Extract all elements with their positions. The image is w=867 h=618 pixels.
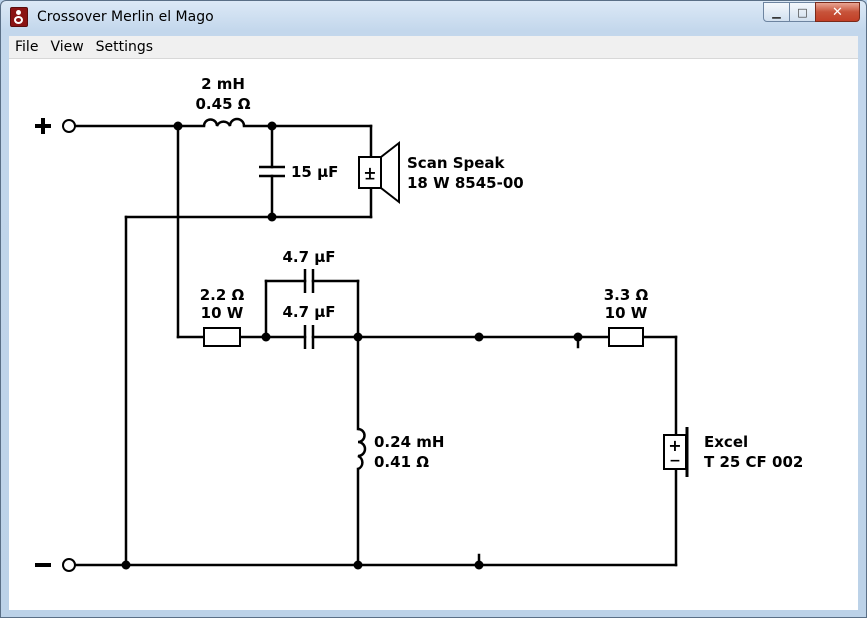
app-icon[interactable]: [10, 7, 28, 27]
resistor-3-3-ohm-power: 10 W: [605, 304, 648, 322]
tweeter-plus: +: [668, 436, 681, 455]
inductor-0-24mh-value: 0.24 mH: [374, 433, 444, 451]
woofer-name: Scan Speak: [407, 154, 506, 172]
tweeter-minus: −: [669, 453, 681, 469]
menu-bar: File View Settings: [9, 36, 858, 58]
crossover-schematic: 2 mH 0.45 Ω 15 µF + − Scan Speak 18 W 85…: [35, 75, 803, 572]
inductor-2mh-value: 2 mH: [201, 75, 245, 93]
resistor-2-2-ohm[interactable]: [203, 327, 241, 347]
junction: [474, 560, 484, 570]
inductor-0-24mh-resistance: 0.41 Ω: [374, 453, 429, 471]
capacitor-15uf[interactable]: [259, 165, 285, 178]
inductor-2mh[interactable]: [202, 117, 246, 127]
woofer-minus: −: [364, 171, 376, 187]
resistor-2-2-ohm-value: 2.2 Ω: [200, 286, 245, 304]
woofer-speaker[interactable]: [358, 140, 400, 205]
woofer-model: 18 W 8545-00: [407, 174, 524, 192]
junction: [121, 560, 131, 570]
junction: [173, 121, 183, 131]
menu-settings[interactable]: Settings: [95, 39, 154, 55]
junction: [353, 332, 363, 342]
capacitor-4-7uf-bottom[interactable]: [303, 325, 315, 349]
menu-file[interactable]: File: [15, 39, 39, 55]
schematic-canvas[interactable]: 2 mH 0.45 Ω 15 µF + − Scan Speak 18 W 85…: [9, 58, 858, 610]
minimize-button[interactable]: ▁: [763, 2, 790, 22]
menu-view[interactable]: View: [50, 39, 84, 55]
positive-terminal[interactable]: [35, 118, 76, 134]
tweeter-model: T 25 CF 002: [704, 453, 803, 471]
maximize-button[interactable]: □: [789, 2, 816, 22]
capacitor-15uf-label: 15 µF: [291, 163, 338, 181]
inductor-0-24mh[interactable]: [357, 427, 367, 471]
capacitor-4-7uf-top[interactable]: [303, 269, 315, 293]
resistor-2-2-ohm-power: 10 W: [201, 304, 244, 322]
resistor-3-3-ohm-value: 3.3 Ω: [604, 286, 649, 304]
junction: [261, 332, 271, 342]
capacitor-4-7uf-top-label: 4.7 µF: [282, 248, 335, 266]
negative-terminal[interactable]: [35, 558, 76, 572]
tweeter-speaker[interactable]: [663, 427, 689, 477]
junction: [267, 212, 277, 222]
junction: [267, 121, 277, 131]
title-bar[interactable]: Crossover Merlin el Mago ▁ □ ✕: [1, 1, 866, 33]
junction: [353, 560, 363, 570]
junction-dots: [121, 121, 583, 570]
resistor-3-3-ohm[interactable]: [608, 327, 644, 347]
inductor-2mh-resistance: 0.45 Ω: [196, 95, 251, 113]
capacitor-4-7uf-bottom-label: 4.7 µF: [282, 303, 335, 321]
close-button[interactable]: ✕: [815, 2, 860, 22]
tweeter-name: Excel: [704, 433, 748, 451]
window-title: Crossover Merlin el Mago: [37, 9, 214, 25]
junction: [474, 332, 484, 342]
junction: [573, 332, 583, 342]
woofer-plus: +: [363, 163, 376, 182]
